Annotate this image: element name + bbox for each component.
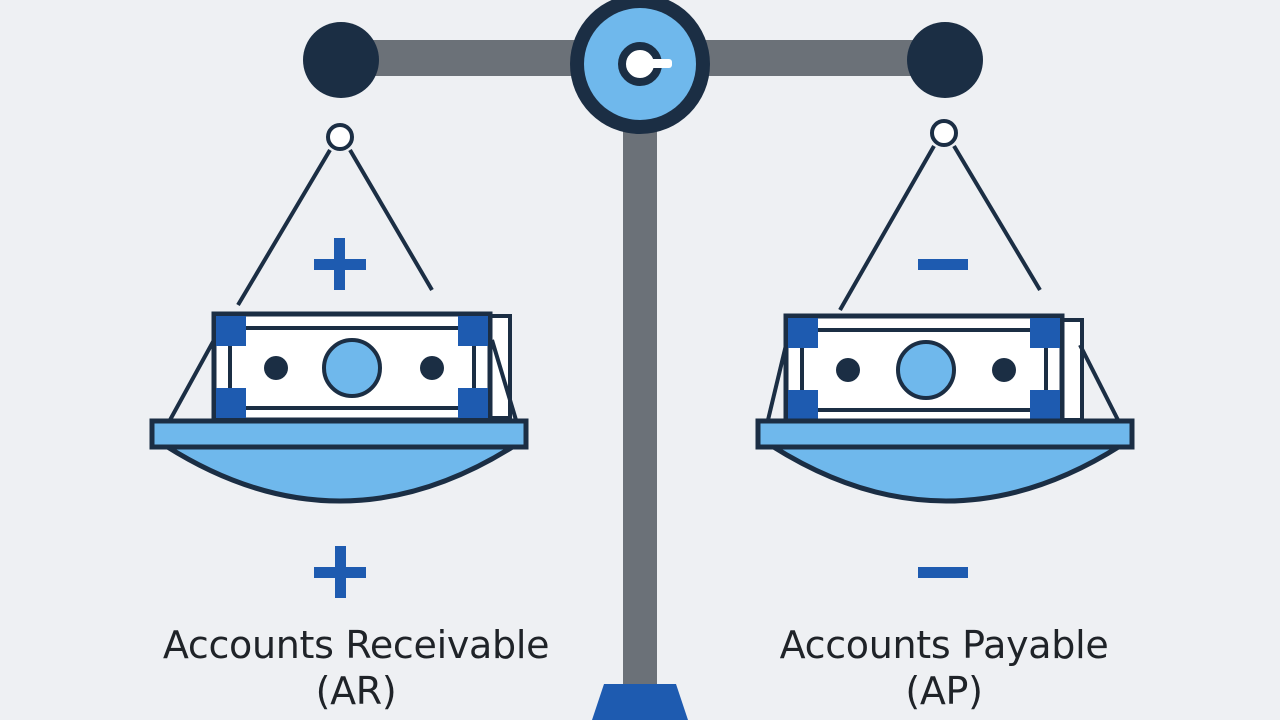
- left-pan-group: [149, 123, 529, 598]
- scale-base: [592, 684, 688, 720]
- left-pan-hook: [326, 123, 354, 151]
- accounts-receivable-label: Accounts Receivable (AR): [126, 622, 586, 714]
- minus-icon: [918, 567, 968, 578]
- accounts-receivable-title: Accounts Receivable: [162, 623, 550, 667]
- banknote-icon: [783, 313, 1084, 425]
- right-pan-hook: [930, 119, 958, 147]
- left-pan-string: [236, 148, 332, 307]
- left-pan-string: [348, 148, 434, 292]
- plus-icon: [314, 546, 366, 598]
- accounts-payable-abbrev: (AP): [905, 669, 983, 713]
- right-pan-group: [755, 119, 1135, 578]
- accounts-receivable-abbrev: (AR): [315, 669, 397, 713]
- left-pan-rim: [149, 418, 529, 450]
- banknote-icon: [211, 311, 512, 423]
- minus-icon: [918, 259, 968, 270]
- scale-post: [623, 128, 657, 688]
- pivot-knob-icon: [570, 0, 710, 134]
- right-pan-string: [838, 145, 936, 311]
- beam-left-end-knob: [303, 22, 379, 98]
- right-pan-rim: [755, 418, 1135, 450]
- accounts-payable-title: Accounts Payable: [779, 623, 1109, 667]
- accounts-payable-label: Accounts Payable (AP): [714, 622, 1174, 714]
- beam-right-end-knob: [907, 22, 983, 98]
- left-pan-bowl: [157, 443, 523, 504]
- right-pan-bowl: [763, 443, 1129, 504]
- plus-icon: [314, 238, 366, 290]
- right-pan-string: [952, 144, 1042, 292]
